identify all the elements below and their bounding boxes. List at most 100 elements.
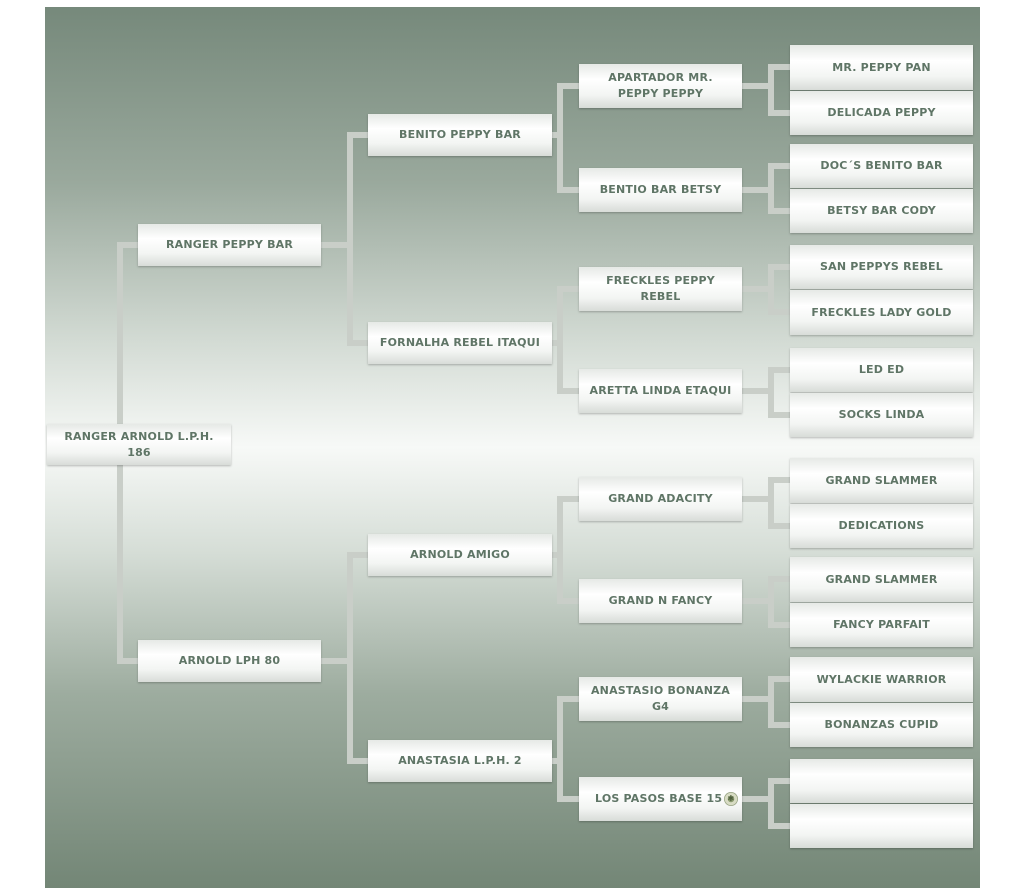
great-great-grandparent-box[interactable]	[790, 804, 973, 848]
horse-name: FORNALHA REBEL ITAQUI	[379, 336, 541, 349]
horse-name: APARTADOR MR. PEPPY PEPPY	[608, 71, 713, 100]
connector-line	[768, 208, 791, 214]
connector-line	[768, 676, 791, 682]
medal-icon: ✱	[724, 792, 738, 806]
connector-line	[347, 552, 369, 558]
great-grandparent-box[interactable]: ANASTASIO BONANZA G4	[579, 677, 742, 721]
connector-line	[551, 340, 561, 346]
great-great-grandparent-box[interactable]: MR. PEPPY PAN	[790, 45, 973, 90]
connector-line	[768, 722, 791, 728]
connector-line	[768, 412, 791, 418]
grandparent-box[interactable]: FORNALHA REBEL ITAQUI	[368, 322, 552, 364]
connector-line	[557, 499, 563, 601]
horse-name: BENTIO BAR BETSY	[599, 183, 722, 196]
horse-name: SOCKS LINDA	[838, 408, 925, 421]
horse-name: GRAND N FANCY	[608, 594, 713, 607]
horse-name: GRAND ADACITY	[608, 492, 713, 505]
connector-line	[557, 598, 580, 604]
connector-line	[742, 388, 772, 394]
connector-line	[768, 264, 791, 270]
great-great-grandparent-box[interactable]: DEDICATIONS	[790, 504, 973, 548]
great-great-grandparent-box[interactable]: BETSY BAR CODY	[790, 189, 973, 233]
great-great-grandparent-box[interactable]: GRAND SLAMMER	[790, 557, 973, 602]
connector-line	[768, 622, 791, 628]
great-grandparent-box[interactable]: LOS PASOS BASE 15✱	[579, 777, 742, 821]
connector-line	[742, 598, 772, 604]
connector-line	[321, 242, 351, 248]
horse-name: DOC´S BENITO BAR	[820, 159, 943, 172]
connector-line	[557, 796, 580, 802]
connector-line	[557, 83, 580, 89]
connector-line	[347, 340, 369, 346]
connector-line	[768, 480, 774, 526]
subject-box[interactable]: RANGER ARNOLD L.P.H. 186	[47, 424, 231, 465]
great-great-grandparent-box[interactable]: FANCY PARFAIT	[790, 603, 973, 647]
connector-line	[768, 367, 791, 373]
great-grandparent-box[interactable]: GRAND ADACITY	[579, 477, 742, 521]
connector-line	[768, 64, 791, 70]
great-great-grandparent-box[interactable]: FRECKLES LADY GOLD	[790, 290, 973, 335]
connector-line	[768, 477, 791, 483]
great-great-grandparent-box[interactable]: SOCKS LINDA	[790, 393, 973, 437]
horse-name: BENITO PEPPY BAR	[399, 128, 521, 141]
connector-line	[551, 758, 561, 764]
connector-line	[768, 309, 791, 315]
horse-name: GRAND SLAMMER	[825, 572, 938, 586]
great-great-grandparent-box[interactable]	[790, 759, 973, 803]
connector-line	[768, 823, 791, 829]
horse-name: DELICADA PEPPY	[827, 106, 936, 119]
connector-line	[742, 187, 772, 193]
horse-name: FRECKLES LADY GOLD	[811, 305, 952, 319]
connector-line	[768, 67, 774, 113]
grandparent-box[interactable]: ARNOLD AMIGO	[368, 534, 552, 576]
horse-name: ARNOLD LPH 80	[178, 654, 281, 667]
connector-line	[768, 163, 791, 169]
connector-line	[768, 679, 774, 725]
horse-name: SAN PEPPYS REBEL	[820, 260, 943, 273]
grandparent-box[interactable]: ANASTASIA L.P.H. 2	[368, 740, 552, 782]
connector-line	[321, 658, 351, 664]
great-great-grandparent-box[interactable]: LED ED	[790, 348, 973, 392]
great-great-grandparent-box[interactable]: SAN PEPPYS REBEL	[790, 245, 973, 289]
horse-name: LOS PASOS BASE 15	[595, 792, 723, 805]
connector-line	[117, 242, 139, 248]
great-grandparent-box[interactable]: GRAND N FANCY	[579, 579, 742, 623]
horse-name: BETSY BAR CODY	[827, 204, 936, 217]
parent-box[interactable]: ARNOLD LPH 80	[138, 640, 321, 682]
connector-line	[551, 132, 561, 138]
horse-name: WYLACKIE WARRIOR	[816, 672, 947, 686]
horse-name: RANGER PEPPY BAR	[165, 238, 294, 251]
connector-line	[742, 796, 772, 802]
horse-name: RANGER ARNOLD L.P.H. 186	[64, 429, 214, 459]
connector-line	[768, 778, 791, 784]
great-grandparent-box[interactable]: ARETTA LINDA ETAQUI	[579, 369, 742, 413]
horse-name: ANASTASIA L.P.H. 2	[398, 754, 522, 767]
horse-name: ARNOLD AMIGO	[410, 548, 510, 561]
great-great-grandparent-box[interactable]: DOC´S BENITO BAR	[790, 144, 973, 188]
parent-box[interactable]: RANGER PEPPY BAR	[138, 224, 321, 266]
horse-name: FANCY PARFAIT	[833, 618, 930, 631]
connector-line	[117, 658, 139, 664]
great-grandparent-box[interactable]: APARTADOR MR. PEPPY PEPPY	[579, 64, 742, 108]
connector-line	[768, 110, 791, 116]
great-great-grandparent-box[interactable]: WYLACKIE WARRIOR	[790, 657, 973, 702]
horse-name: ARETTA LINDA ETAQUI	[589, 384, 732, 397]
great-grandparent-box[interactable]: FRECKLES PEPPY REBEL	[579, 267, 742, 311]
great-great-grandparent-box[interactable]: GRAND SLAMMER	[790, 458, 973, 503]
great-grandparent-box[interactable]: BENTIO BAR BETSY	[579, 168, 742, 212]
grandparent-box[interactable]: BENITO PEPPY BAR	[368, 114, 552, 156]
connector-line	[557, 388, 580, 394]
connector-line	[742, 83, 772, 89]
connector-line	[557, 86, 563, 190]
great-great-grandparent-box[interactable]: BONANZAS CUPID	[790, 703, 973, 747]
connector-line	[742, 286, 772, 292]
great-great-grandparent-box[interactable]: DELICADA PEPPY	[790, 91, 973, 135]
connector-line	[557, 286, 580, 292]
horse-name: BONANZAS CUPID	[824, 718, 939, 731]
connector-line	[557, 496, 580, 502]
connector-line	[742, 496, 772, 502]
horse-name: DEDICATIONS	[838, 519, 925, 532]
connector-line	[557, 696, 580, 702]
connector-line	[768, 781, 774, 826]
horse-name: ANASTASIO BONANZA G4	[590, 684, 731, 713]
